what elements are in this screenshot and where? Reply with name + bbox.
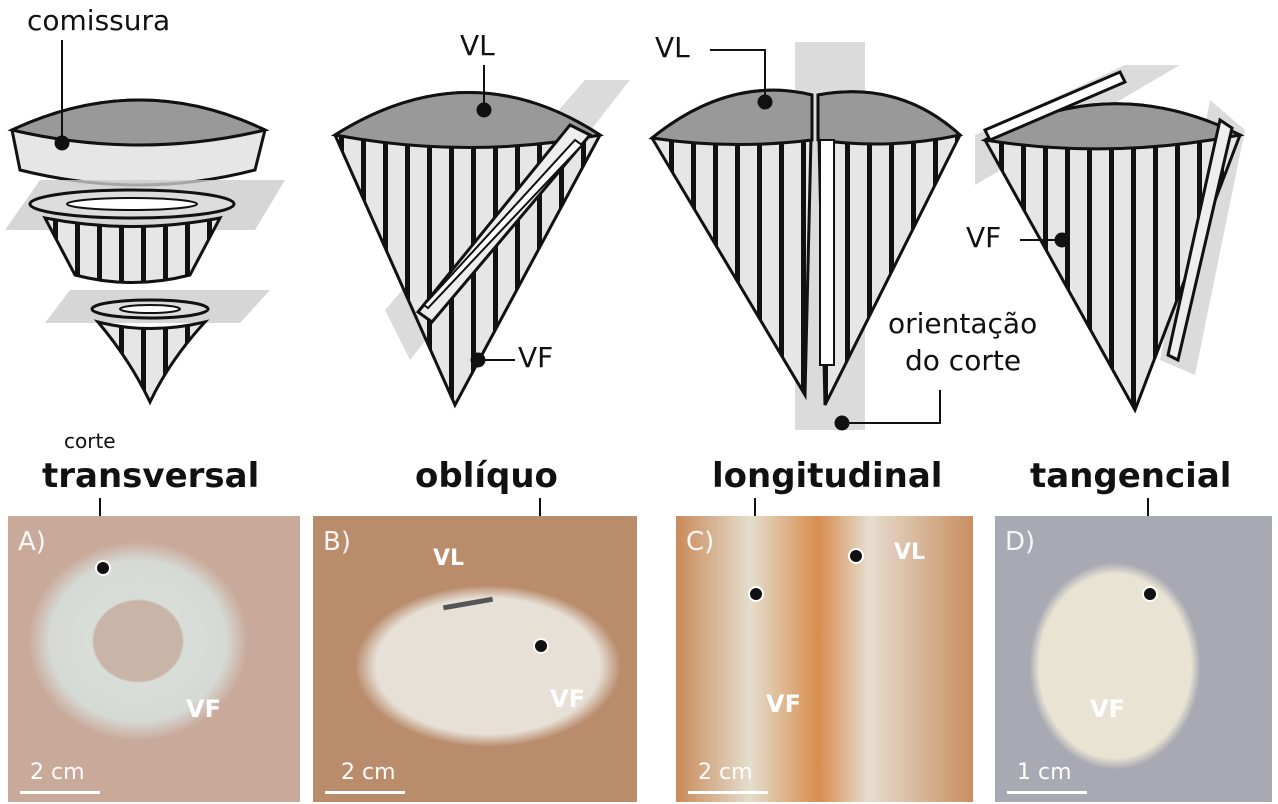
vf-label: VF bbox=[550, 685, 585, 713]
commissure-label: comissura bbox=[27, 4, 171, 37]
scale-label: 2 cm bbox=[341, 760, 396, 785]
vl-label-longitudinal: VL bbox=[655, 31, 690, 64]
scale-bar bbox=[1007, 791, 1087, 794]
cut-orientation-label-2: do corte bbox=[905, 344, 1022, 377]
photo-c-longitudinal: C) VL VF 2 cm bbox=[676, 516, 973, 802]
title-obliquo: oblíquo bbox=[415, 456, 558, 496]
vl-band bbox=[442, 596, 494, 611]
pointer-dot bbox=[748, 586, 764, 602]
scale-bar bbox=[20, 791, 100, 794]
oblique-cut-diagram bbox=[330, 65, 630, 409]
photo-letter: C) bbox=[686, 527, 715, 557]
pointer-dot bbox=[1142, 586, 1158, 602]
scale-label: 2 cm bbox=[698, 760, 753, 785]
longitudinal-cut-diagram bbox=[648, 42, 964, 431]
photo-letter: A) bbox=[18, 527, 46, 557]
photo-d-tangential: D) VF 1 cm bbox=[995, 516, 1272, 802]
scale-bar bbox=[325, 791, 405, 794]
photo-letter: B) bbox=[323, 527, 351, 557]
photo-letter: D) bbox=[1005, 527, 1036, 557]
vl-label: VL bbox=[894, 540, 926, 565]
vf-label-oblique: VF bbox=[518, 341, 554, 374]
vl-label: VL bbox=[433, 546, 465, 571]
vl-label-oblique: VL bbox=[460, 29, 495, 62]
vf-label: VF bbox=[1090, 695, 1125, 723]
cut-prefix-label: corte bbox=[64, 429, 116, 453]
transverse-cut-diagram bbox=[5, 40, 285, 406]
pointer-dot bbox=[533, 638, 549, 654]
tangential-cut-diagram bbox=[975, 65, 1245, 414]
vf-label: VF bbox=[186, 695, 221, 723]
title-longitudinal: longitudinal bbox=[712, 456, 943, 496]
pointer-dot bbox=[95, 560, 111, 576]
vf-label: VF bbox=[766, 690, 801, 718]
photo-a-transverse: A) VF 2 cm bbox=[8, 516, 300, 802]
scale-label: 1 cm bbox=[1017, 760, 1072, 785]
pointer-dot bbox=[848, 548, 864, 564]
scale-bar bbox=[688, 791, 768, 794]
title-tangencial: tangencial bbox=[1030, 456, 1232, 496]
photo-b-oblique: B) VL VF 2 cm bbox=[313, 516, 637, 802]
vf-label-tangential: VF bbox=[966, 221, 1002, 254]
title-transversal: transversal bbox=[42, 456, 260, 496]
cut-orientation-label-1: orientação bbox=[888, 307, 1038, 340]
scale-label: 2 cm bbox=[30, 760, 85, 785]
